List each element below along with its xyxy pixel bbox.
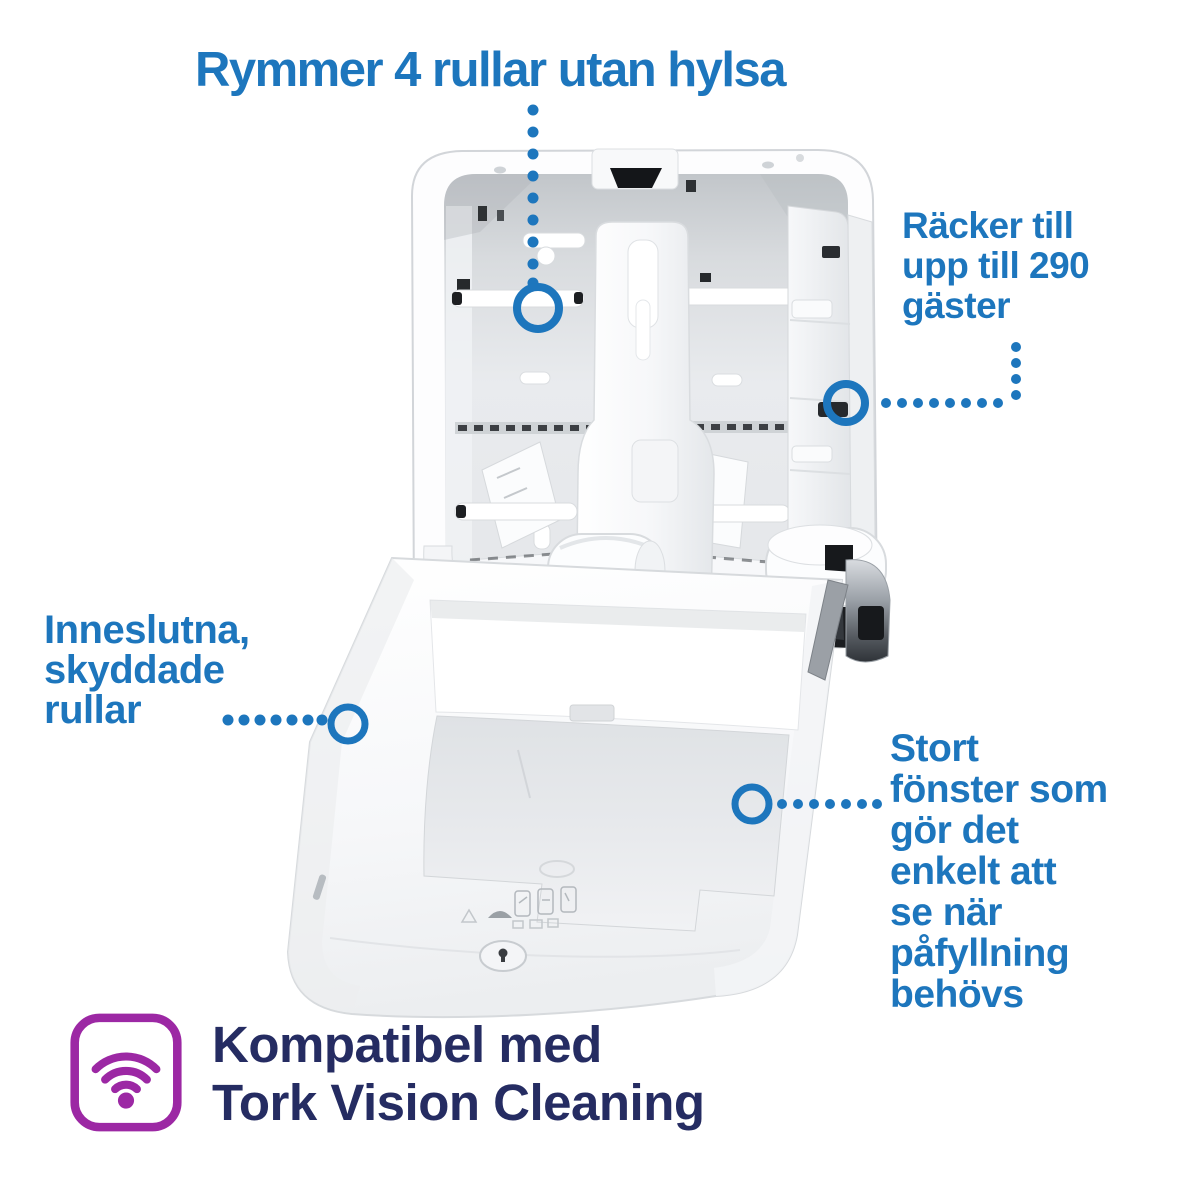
callout-window-line-3: gör det: [890, 809, 1019, 852]
callout-guests-line-2: upp till 290: [902, 245, 1090, 286]
dispenser-cover: [286, 556, 844, 1019]
dotted-connector-rolls: [222, 714, 328, 726]
callout-window-line-4: enkelt att: [890, 850, 1057, 893]
lock-icon: [479, 940, 527, 972]
callout-rolls-line-1: Inneslutna,: [44, 608, 250, 652]
callout-window-line-1: Stort: [890, 727, 979, 770]
callout-window: Stort fönster som gör det enkelt att se …: [890, 728, 1108, 1015]
callout-protected-rolls: Inneslutna, skyddade rullar: [44, 610, 250, 730]
callout-window-line-5: se när: [890, 891, 1002, 934]
callout-ring-capacity: [513, 283, 563, 333]
door-strap: [807, 579, 849, 681]
top-latch: [610, 168, 662, 188]
footer-line-2: Tork Vision Cleaning: [212, 1074, 705, 1131]
callout-window-line-7: behövs: [890, 973, 1024, 1016]
wifi-icon: [69, 1012, 183, 1133]
callout-window-line-6: påfyllning: [890, 932, 1070, 975]
callout-window-line-2: fönster som: [890, 768, 1108, 811]
ratchet-strips: [455, 421, 832, 434]
dotted-connector-window: [777, 799, 882, 809]
cover-window: [423, 704, 790, 932]
footer-compatibility-text: Kompatibel med Tork Vision Cleaning: [212, 1016, 705, 1132]
callout-capacity-text: Rymmer 4 rullar utan hylsa: [194, 43, 787, 97]
callout-guests-line-1: Räcker till: [902, 205, 1074, 246]
dotted-connector-capacity: [527, 104, 539, 289]
callout-guests: Räcker till upp till 290 gäster: [902, 205, 1090, 326]
callout-ring-guests: [823, 380, 869, 426]
dotted-connector-guests: [881, 342, 1021, 408]
callout-rolls-line-2: skyddade: [44, 648, 225, 692]
footer-line-1: Kompatibel med: [212, 1016, 602, 1073]
callout-guests-line-3: gäster: [902, 285, 1011, 326]
callout-ring-rolls: [327, 703, 369, 745]
callout-capacity: Rymmer 4 rullar utan hylsa: [150, 44, 830, 96]
tork-embossed-logo: [539, 860, 575, 878]
callout-ring-window: [731, 783, 773, 825]
callout-rolls-line-3: rullar: [44, 688, 142, 732]
refill-instruction-icons: [460, 886, 577, 929]
